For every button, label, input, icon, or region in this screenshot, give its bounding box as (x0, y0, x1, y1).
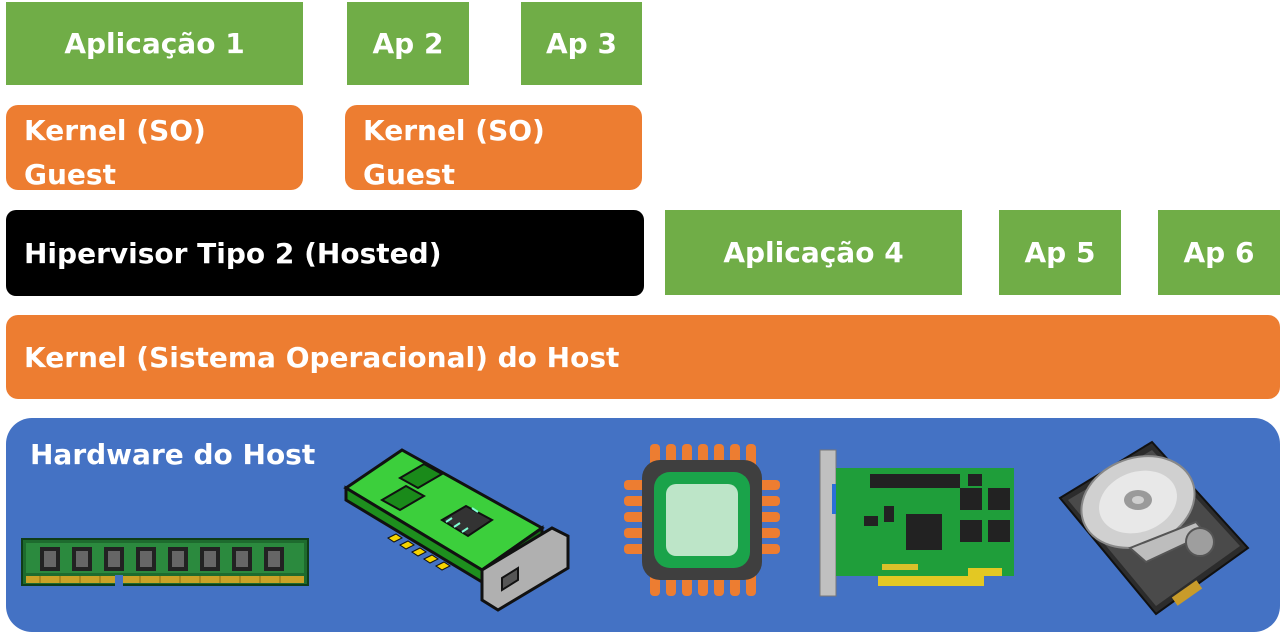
app-2-box: Ap 2 (347, 2, 469, 85)
app-4-label: Aplicação 4 (723, 236, 904, 269)
host-kernel-box: Kernel (Sistema Operacional) do Host (6, 315, 1280, 399)
app-4-box: Aplicação 4 (665, 210, 962, 295)
guest-kernel-1-line1: Kernel (SO) (24, 114, 206, 147)
hardware-label: Hardware do Host (30, 438, 316, 471)
guest-kernel-2: Kernel (SO) Guest (345, 105, 642, 191)
cpu-chip-icon (624, 444, 780, 596)
hypervisor-label: Hipervisor Tipo 2 (Hosted) (24, 236, 442, 270)
app-6-box: Ap 6 (1158, 210, 1280, 295)
guest-kernel-2-line2: Guest (363, 158, 455, 191)
guest-kernel-1-line2: Guest (24, 158, 116, 191)
app-1-label: Aplicação 1 (64, 27, 245, 60)
ram-module-icon (21, 538, 309, 587)
app-3-label: Ap 3 (546, 27, 617, 60)
network-card-icon (343, 448, 570, 612)
guest-kernel-1: Kernel (SO) Guest (6, 105, 303, 191)
app-5-label: Ap 5 (1024, 236, 1096, 269)
host-kernel-label: Kernel (Sistema Operacional) do Host (24, 340, 620, 374)
app-5-box: Ap 5 (999, 210, 1121, 295)
app-1-box: Aplicação 1 (6, 2, 303, 85)
hypervisor-box: Hipervisor Tipo 2 (Hosted) (6, 210, 644, 296)
app-2-label: Ap 2 (372, 27, 444, 60)
guest-kernel-2-line1: Kernel (SO) (363, 114, 545, 147)
app-6-label: Ap 6 (1183, 236, 1255, 269)
expansion-card-icon (819, 449, 1014, 597)
app-3-box: Ap 3 (521, 2, 642, 85)
hard-drive-icon (1058, 440, 1250, 616)
